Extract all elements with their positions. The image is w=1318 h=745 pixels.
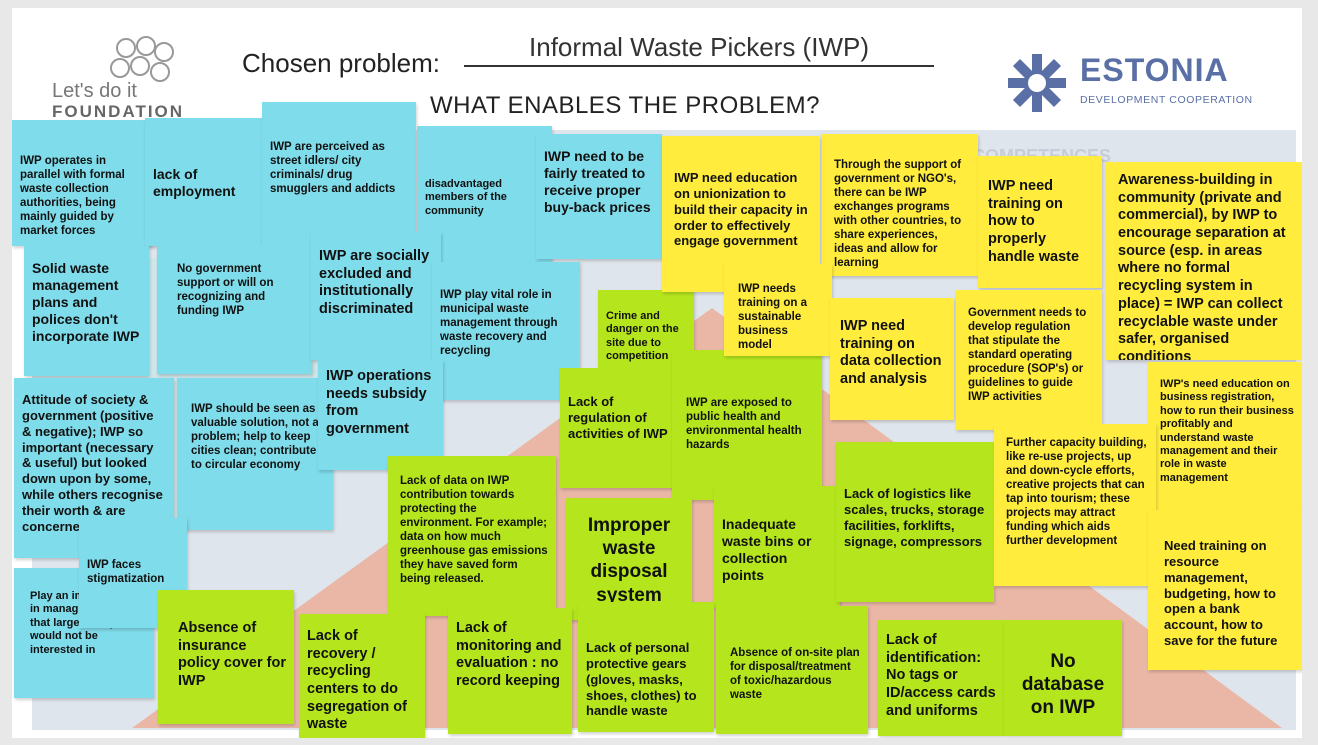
note-text: IWP need training on how to properly han… (988, 178, 1080, 265)
faces-logo-icon (110, 36, 174, 82)
whiteboard-canvas: Let's do it FOUNDATION Chosen problem: I… (12, 8, 1302, 738)
note-text: Lack of identification: No tags or ID/ac… (886, 632, 996, 719)
sticky-note-blue[interactable]: IWP are socially excluded and institutio… (311, 232, 441, 360)
note-text: IWP needs training on a sustainable busi… (738, 283, 807, 352)
sticky-note-yellow[interactable]: Awareness-building in community (private… (1106, 162, 1302, 360)
sticky-note-green[interactable]: Improper waste disposal system (566, 498, 692, 620)
note-text: IWP faces stigmatization (87, 559, 165, 586)
note-text: IWP play vital role in municipal waste m… (440, 289, 558, 358)
note-text: Absence of insurance policy cover for IW… (178, 620, 286, 690)
note-text: Lack of data on IWP contribution towards… (400, 475, 548, 586)
note-text: Lack of regulation of activities of IWP (568, 394, 668, 441)
note-text: IWP are perceived as street idlers/ city… (270, 141, 396, 196)
sticky-note-yellow[interactable]: IWP's need education on business registr… (1148, 362, 1302, 512)
note-text: IWP are exposed to public health and env… (686, 397, 802, 452)
sticky-note-green[interactable]: Lack of monitoring and evaluation : no r… (448, 608, 572, 734)
note-text: Inadequate waste bins or collection poin… (722, 516, 812, 584)
note-text: No database on IWP (1021, 651, 1105, 719)
note-text: disadvantaged members of the community (425, 178, 507, 217)
note-text: Awareness-building in community (private… (1118, 172, 1286, 360)
note-text: Further capacity building, like re-use p… (1006, 437, 1147, 548)
sticky-note-blue[interactable]: IWP operations needs subsidy from govern… (318, 360, 443, 470)
sticky-note-blue[interactable]: IWP operates in parallel with formal was… (12, 120, 152, 246)
estonia-development-cooperation-logo: ESTONIA DEVELOPMENT COOPERATION (1006, 52, 1276, 112)
note-text: Need training on resource management, bu… (1164, 538, 1278, 649)
sticky-note-green[interactable]: IWP are exposed to public health and env… (672, 350, 822, 500)
sticky-note-yellow[interactable]: Further capacity building, like re-use p… (994, 424, 1156, 586)
sticky-note-green[interactable]: Lack of logistics like scales, trucks, s… (836, 442, 994, 602)
note-text: Lack of monitoring and evaluation : no r… (456, 620, 562, 690)
note-text: Lack of recovery / recycling centers to … (307, 628, 407, 733)
sticky-note-green[interactable]: Lack of regulation of activities of IWP (560, 368, 678, 488)
note-text: lack of employment (153, 166, 236, 200)
note-text: Absence of on-site plan for disposal/tre… (730, 647, 860, 702)
logo-left-line1: Let's do it (52, 80, 137, 102)
note-text: Through the support of government or NGO… (834, 159, 962, 270)
sticky-note-green[interactable]: Lack of identification: No tags or ID/ac… (878, 620, 1004, 736)
note-text: IWP operations needs subsidy from govern… (326, 368, 432, 438)
estonia-logo-subtitle: DEVELOPMENT COOPERATION (1080, 94, 1253, 106)
note-text: No government support or will on recogni… (177, 263, 274, 318)
lets-do-it-foundation-logo: Let's do it FOUNDATION (52, 36, 212, 121)
sticky-note-blue[interactable]: Solid waste management plans and polices… (24, 246, 149, 376)
note-text: IWP should be seen as a valuable solutio… (191, 403, 325, 472)
sticky-note-green[interactable]: Absence of on-site plan for disposal/tre… (716, 606, 868, 734)
note-text: Government needs to develop regulation t… (968, 307, 1087, 404)
note-text: IWP need training on data collection and… (840, 318, 942, 388)
note-text: Lack of logistics like scales, trucks, s… (844, 486, 985, 549)
sticky-note-green[interactable]: Lack of data on IWP contribution towards… (388, 456, 556, 616)
estonia-logo-name: ESTONIA (1080, 52, 1229, 88)
sticky-note-yellow[interactable]: Government needs to develop regulation t… (956, 290, 1102, 430)
sticky-note-yellow[interactable]: IWP need training on how to properly han… (978, 156, 1102, 288)
note-text: Crime and danger on the site due to comp… (606, 310, 679, 363)
chosen-problem-label: Chosen problem: (242, 48, 440, 78)
sticky-note-green[interactable]: Inadequate waste bins or collection poin… (714, 486, 840, 608)
note-text: IWP's need education on business registr… (1160, 378, 1294, 484)
sticky-note-green[interactable]: Crime and danger on the site due to comp… (598, 290, 694, 376)
note-text: IWP need to be fairly treated to receive… (544, 148, 651, 216)
sticky-note-green[interactable]: Absence of insurance policy cover for IW… (158, 590, 294, 724)
sticky-note-blue[interactable]: No government support or will on recogni… (157, 244, 312, 374)
note-text: Improper waste disposal system (587, 515, 671, 606)
sticky-note-green[interactable]: Lack of recovery / recycling centers to … (299, 614, 425, 738)
sticky-note-yellow[interactable]: IWP needs training on a sustainable busi… (724, 264, 832, 356)
note-text: IWP are socially excluded and institutio… (319, 248, 430, 318)
note-text: Attitude of society & government (positi… (22, 392, 163, 534)
note-text: Solid waste management plans and polices… (32, 260, 140, 345)
estonia-star-icon (1008, 54, 1066, 112)
sticky-note-yellow[interactable]: Through the support of government or NGO… (822, 134, 978, 276)
sticky-note-blue[interactable]: IWP play vital role in municipal waste m… (432, 262, 580, 400)
board-question-heading: WHAT ENABLES THE PROBLEM? (430, 92, 820, 119)
sticky-note-green[interactable]: No database on IWP (1004, 620, 1122, 736)
logo-left-line2: FOUNDATION (52, 102, 185, 121)
sticky-note-blue[interactable]: IWP are perceived as street idlers/ city… (262, 102, 416, 256)
note-text: IWP need education on unionization to bu… (674, 170, 808, 249)
sticky-note-green[interactable]: Lack of personal protective gears (glove… (578, 602, 714, 732)
sticky-note-yellow[interactable]: IWP need training on data collection and… (830, 298, 954, 420)
note-text: Lack of personal protective gears (glove… (586, 640, 697, 719)
sticky-note-yellow[interactable]: Need training on resource management, bu… (1148, 510, 1302, 670)
sticky-note-blue[interactable]: IWP should be seen as a valuable solutio… (177, 378, 333, 530)
sticky-note-blue[interactable]: IWP need to be fairly treated to receive… (536, 134, 662, 259)
chosen-problem-value[interactable]: Informal Waste Pickers (IWP) (464, 32, 934, 67)
note-text: IWP operates in parallel with formal was… (20, 155, 125, 238)
sticky-note-blue[interactable]: lack of employment (145, 118, 270, 246)
